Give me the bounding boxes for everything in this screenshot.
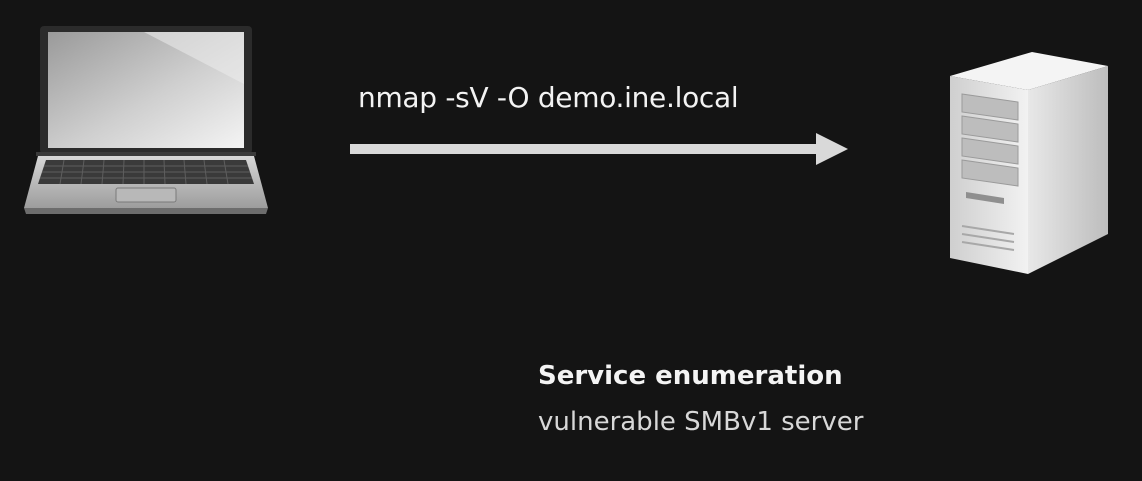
server-tower-icon <box>950 52 1108 274</box>
caption-title: Service enumeration <box>538 361 843 391</box>
laptop-icon <box>24 26 268 214</box>
command-label: nmap -sV -O demo.ine.local <box>358 81 739 114</box>
arrow-right-icon <box>350 133 848 165</box>
caption-subtitle: vulnerable SMBv1 server <box>538 407 864 437</box>
